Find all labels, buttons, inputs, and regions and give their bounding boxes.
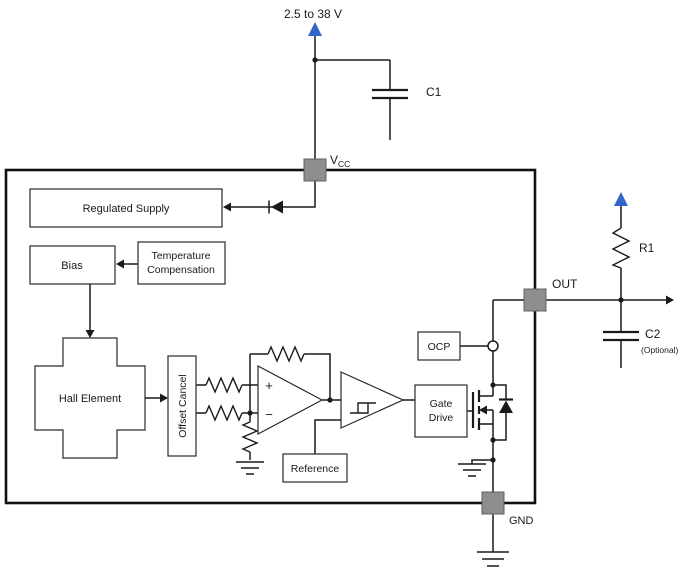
temp-comp-label-2: Compensation (147, 264, 215, 276)
arrowhead-to-regulated-supply (223, 202, 231, 212)
hysteresis-icon (350, 402, 376, 414)
comparator-symbol (340, 371, 405, 429)
c2-optional-label: (Optional) (641, 345, 678, 355)
out-pad (523, 288, 547, 312)
c1-label: C1 (426, 85, 442, 99)
junction-dot (490, 437, 496, 443)
pullup-arrow-up-icon (614, 192, 628, 206)
ground-symbol-amp (236, 461, 264, 475)
gate-drive-box (414, 384, 468, 438)
arrowhead-to-bias (116, 259, 124, 269)
ocp-label: OCP (428, 341, 451, 353)
gate-drive-label-1: Gate (430, 398, 453, 410)
offset-cancel-label: Offset Cancel (177, 374, 189, 437)
mosfet-body-arrow (479, 405, 487, 415)
mosfet-body-diode (499, 398, 513, 413)
ground-symbol-fet (458, 463, 486, 477)
vcc-pad (303, 158, 327, 182)
opamp-plus-sign: + (265, 378, 273, 393)
vcc-pin-label: VCC (330, 153, 350, 169)
regulated-supply-box (29, 188, 223, 228)
supply-diode-symbol (271, 200, 283, 214)
bias-label: Bias (61, 260, 83, 272)
input-resistor-top (205, 376, 243, 394)
junction-dot (618, 297, 624, 303)
junction-dot (327, 397, 333, 403)
ground-symbol-external (477, 551, 509, 567)
regulated-supply-label: Regulated Supply (83, 203, 170, 215)
offset-cancel-box (167, 355, 197, 457)
gate-drive-label-2: Drive (429, 412, 454, 424)
junction-dot (490, 382, 496, 388)
temp-comp-box (137, 241, 226, 285)
ic-outline (4, 168, 537, 505)
junction-dot (247, 410, 253, 416)
gnd-pin-label: GND (509, 515, 534, 527)
gnd-pad (481, 491, 505, 515)
temp-comp-label-1: Temperature (152, 250, 211, 262)
supply-arrow-up-icon (308, 22, 322, 36)
hall-element-cross (34, 337, 146, 459)
out-pin-label: OUT (552, 277, 578, 291)
gain-resistor-to-ground (241, 421, 259, 453)
arrowhead-to-offset-cancel (160, 393, 168, 403)
opamp-minus-sign: − (265, 407, 273, 422)
bias-box (29, 245, 116, 285)
ocp-box (417, 331, 461, 361)
junction-dot (490, 457, 496, 463)
supply-voltage-label: 2.5 to 38 V (284, 7, 342, 21)
wire-network (89, 36, 666, 552)
mosfet-symbol (471, 390, 481, 430)
reference-label: Reference (291, 463, 340, 475)
input-resistor-bottom (205, 404, 243, 422)
arrowhead-to-hall (85, 330, 95, 338)
opamp-symbol: + − (257, 365, 324, 435)
c2-capacitor-symbol (603, 330, 639, 342)
r1-label: R1 (639, 241, 655, 255)
c2-label: C2 (645, 327, 661, 341)
hall-element-label: Hall Element (59, 393, 121, 405)
feedback-resistor (267, 345, 305, 363)
junction-dot (312, 57, 318, 63)
ocp-sense-circle (487, 340, 499, 352)
c1-capacitor-symbol (372, 88, 408, 100)
reference-box (282, 453, 348, 483)
arrowhead-out-line (666, 295, 674, 305)
r1-resistor-symbol (611, 227, 631, 269)
